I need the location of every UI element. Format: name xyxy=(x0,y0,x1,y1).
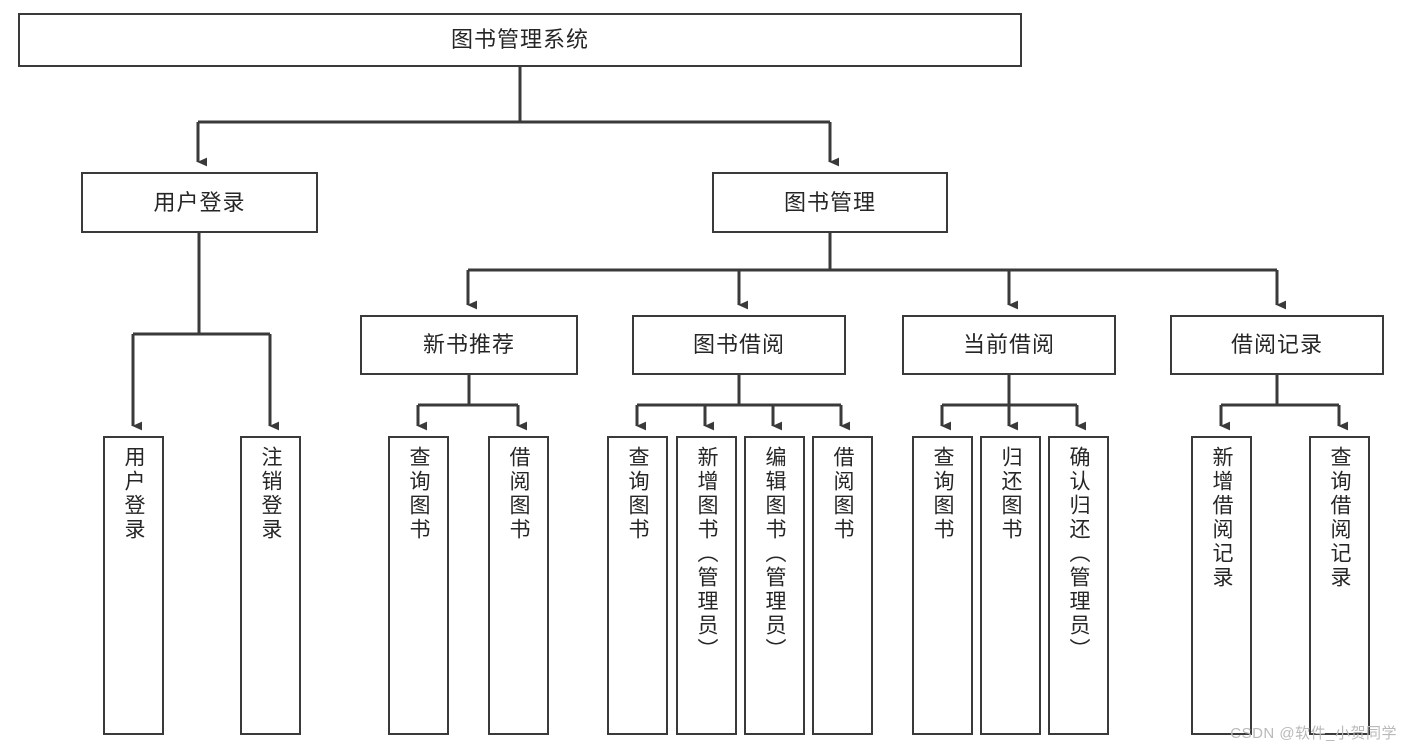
node-leaf-add-book-admin[interactable]: 新增图书（管理员） xyxy=(676,436,737,735)
watermark: CSDN @软件_小贺同学 xyxy=(1230,725,1397,742)
node-leaf-edit-book-admin[interactable]: 编辑图书（管理员） xyxy=(744,436,805,735)
node-leaf-query-borrow-record[interactable]: 查询借阅记录 xyxy=(1309,436,1370,735)
node-user-login[interactable]: 用户登录 xyxy=(81,172,318,233)
node-new-book-recommend[interactable]: 新书推荐 xyxy=(360,315,578,375)
node-leaf-query-book-3[interactable]: 查询图书 xyxy=(912,436,973,735)
node-leaf-query-book-2[interactable]: 查询图书 xyxy=(607,436,668,735)
node-leaf-logout[interactable]: 注销登录 xyxy=(240,436,301,735)
node-leaf-logout-label: 注销登录 xyxy=(259,446,282,542)
node-book-borrow-label: 图书借阅 xyxy=(692,332,785,358)
node-root-label: 图书管理系统 xyxy=(450,27,589,53)
node-leaf-query-book-1[interactable]: 查询图书 xyxy=(388,436,449,735)
node-current-borrow-label: 当前借阅 xyxy=(962,332,1055,358)
node-book-management[interactable]: 图书管理 xyxy=(712,172,948,233)
node-user-login-label: 用户登录 xyxy=(153,189,246,215)
node-leaf-user-login[interactable]: 用户登录 xyxy=(103,436,164,735)
node-current-borrow[interactable]: 当前借阅 xyxy=(902,315,1116,375)
node-leaf-query-book-3-label: 查询图书 xyxy=(931,446,954,542)
node-borrow-record-label: 借阅记录 xyxy=(1230,332,1323,358)
node-leaf-borrow-book-1-label: 借阅图书 xyxy=(507,446,530,542)
node-leaf-return-book-label: 归还图书 xyxy=(999,446,1022,542)
node-leaf-add-book-admin-label: 新增图书（管理员） xyxy=(695,446,718,662)
node-leaf-edit-book-admin-label: 编辑图书（管理员） xyxy=(763,446,786,662)
node-leaf-add-borrow-record[interactable]: 新增借阅记录 xyxy=(1191,436,1252,735)
node-leaf-query-book-2-label: 查询图书 xyxy=(626,446,649,542)
node-leaf-add-borrow-record-label: 新增借阅记录 xyxy=(1210,446,1233,590)
node-leaf-query-borrow-record-label: 查询借阅记录 xyxy=(1328,446,1351,590)
node-borrow-record[interactable]: 借阅记录 xyxy=(1170,315,1384,375)
node-leaf-return-book[interactable]: 归还图书 xyxy=(980,436,1041,735)
node-root[interactable]: 图书管理系统 xyxy=(18,13,1022,67)
node-leaf-user-login-label: 用户登录 xyxy=(122,446,145,542)
node-book-management-label: 图书管理 xyxy=(783,189,876,215)
node-leaf-query-book-1-label: 查询图书 xyxy=(407,446,430,542)
node-leaf-borrow-book-1[interactable]: 借阅图书 xyxy=(488,436,549,735)
node-book-borrow[interactable]: 图书借阅 xyxy=(632,315,846,375)
node-leaf-confirm-return-admin[interactable]: 确认归还（管理员） xyxy=(1048,436,1109,735)
node-new-book-recommend-label: 新书推荐 xyxy=(422,332,515,358)
node-leaf-borrow-book-2[interactable]: 借阅图书 xyxy=(812,436,873,735)
node-leaf-borrow-book-2-label: 借阅图书 xyxy=(831,446,854,542)
node-leaf-confirm-return-admin-label: 确认归还（管理员） xyxy=(1067,446,1090,662)
